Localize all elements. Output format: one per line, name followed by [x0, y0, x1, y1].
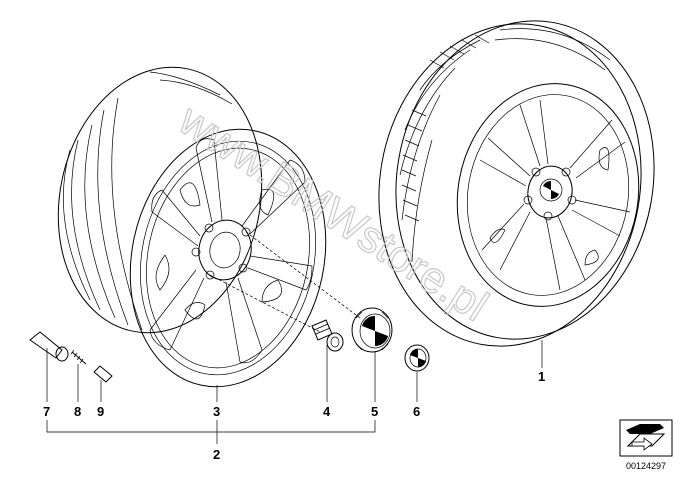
callout-4[interactable]: 4 — [323, 404, 331, 419]
callout-3[interactable]: 3 — [213, 404, 220, 419]
drawing-number: 00124297 — [626, 461, 666, 471]
callout-7[interactable]: 7 — [43, 404, 50, 419]
callout-8[interactable]: 8 — [74, 404, 81, 419]
callout-1[interactable]: 1 — [538, 369, 545, 384]
assembly-line-bolt — [209, 274, 321, 333]
watermark: www.BMWstore.pl — [170, 95, 497, 331]
callout-2[interactable]: 2 — [213, 447, 220, 462]
complete-wheel-tire-drawing[interactable] — [354, 0, 679, 367]
callout-5[interactable]: 5 — [371, 404, 378, 419]
emblem-drawing[interactable] — [404, 344, 430, 372]
alloy-rim-drawing[interactable] — [34, 48, 349, 405]
callout-9[interactable]: 9 — [97, 404, 104, 419]
callout-6[interactable]: 6 — [413, 404, 420, 419]
assembly-line-hubcap — [245, 231, 361, 319]
group-bracket — [46, 420, 376, 433]
wheel-bolt-drawing[interactable] — [311, 319, 344, 352]
tire-valve-drawing[interactable] — [29, 331, 113, 383]
page-arrow-icon[interactable] — [619, 419, 673, 457]
hub-cap-emblem-drawing[interactable] — [351, 307, 393, 353]
